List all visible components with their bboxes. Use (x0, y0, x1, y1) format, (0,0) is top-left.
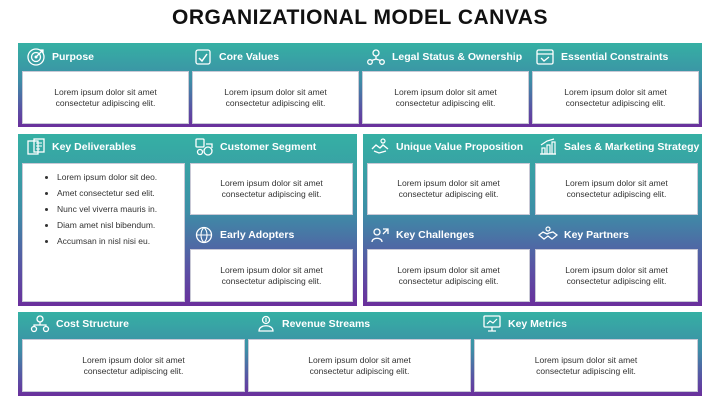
card-text: consectetur adipiscing elit. (55, 97, 156, 108)
card-text: consectetur adipiscing elit. (566, 275, 667, 286)
card-text: Lorem ipsum dolor sit amet (394, 86, 497, 97)
list-item: Accumsan in nisl nisi eu. (57, 236, 184, 246)
deliverables-card: Lorem ipsum dolor sit deo. Amet consecte… (22, 163, 185, 302)
challenges-title: Key Challenges (396, 229, 475, 241)
handshake-values-icon (195, 49, 211, 65)
revenue-title: Revenue Streams (282, 318, 371, 330)
card-text: Lorem ipsum dolor sit amet (397, 178, 500, 188)
card-text: consectetur adipiscing elit. (225, 97, 326, 108)
revenue-icon (258, 315, 274, 332)
card-text: consectetur adipiscing elit. (398, 275, 499, 286)
card-text: consectetur adipiscing elit. (398, 189, 499, 199)
section-customer-segment-header: Customer Segment (194, 137, 316, 157)
card-text: consectetur adipiscing elit. (566, 189, 667, 199)
list-item: Lorem ipsum dolor sit deo. (57, 172, 184, 182)
section-cost-header: Cost Structure (30, 314, 129, 334)
constraints-title: Essential Constraints (561, 51, 669, 63)
challenges-icon (371, 228, 389, 243)
section-deliverables-header: Key Deliverables (26, 137, 136, 157)
deliverables-icon (27, 138, 45, 155)
section-sales-header: Sales & Marketing Strategy (538, 137, 699, 157)
card-text: Lorem ipsum dolor sit amet (82, 354, 185, 365)
section-purpose-header: Purpose (26, 47, 94, 67)
marketing-chart-icon (540, 138, 556, 155)
card-text: Lorem ipsum dolor sit amet (397, 264, 500, 275)
legal-title: Legal Status & Ownership (392, 51, 523, 63)
card-text: Lorem ipsum dolor sit amet (54, 86, 157, 97)
page-title: ORGANIZATIONAL MODEL CANVAS (172, 6, 548, 29)
section-value-prop-header: Unique Value Proposition (370, 137, 523, 157)
card-text: Lorem ipsum dolor sit amet (565, 264, 668, 275)
metrics-icon (483, 315, 501, 332)
section-metrics-header: Key Metrics (482, 314, 567, 334)
partners-title: Key Partners (564, 229, 629, 241)
purpose-title: Purpose (52, 51, 95, 63)
list-item: Diam amet nisl bibendum. (57, 220, 184, 230)
early-adopters-icon (195, 226, 213, 244)
partners-icon (538, 226, 558, 240)
card-text: Lorem ipsum dolor sit amet (564, 86, 667, 97)
card-text: consectetur adipiscing elit. (565, 97, 666, 108)
section-partners-header: Key Partners (538, 225, 629, 245)
value-prop-title: Unique Value Proposition (396, 141, 524, 153)
section-constraints-header: Essential Constraints (535, 47, 668, 67)
section-challenges-header: Key Challenges (370, 225, 474, 245)
metrics-title: Key Metrics (508, 318, 567, 330)
card-text: consectetur adipiscing elit. (221, 275, 322, 286)
cost-structure-icon (30, 315, 50, 333)
cost-title: Cost Structure (56, 318, 129, 330)
list-item: Nunc vel viverra mauris in. (57, 204, 184, 214)
card-text: Lorem ipsum dolor sit amet (220, 264, 323, 275)
card-text: consectetur adipiscing elit. (536, 365, 636, 376)
core-values-title: Core Values (219, 51, 280, 63)
sales-title: Sales & Marketing Strategy (564, 141, 700, 153)
early-adopters-title: Early Adopters (220, 229, 295, 241)
customer-segment-icon (195, 138, 213, 156)
card-text: consectetur adipiscing elit. (83, 365, 184, 376)
card-text: Lorem ipsum dolor sit amet (224, 86, 327, 97)
list-item: Amet consectetur sed elit. (57, 188, 184, 198)
card-text: Lorem ipsum dolor sit amet (308, 354, 411, 365)
section-core-values-header: Core Values (193, 47, 279, 67)
constraints-icon (536, 49, 554, 65)
customer-segment-title: Customer Segment (220, 141, 317, 153)
section-revenue-header: Revenue Streams (256, 314, 370, 334)
card-text: Lorem ipsum dolor sit amet (534, 354, 638, 365)
legal-network-icon (367, 49, 385, 65)
deliverables-title: Key Deliverables (52, 141, 137, 153)
deliverables-list: Lorem ipsum dolor sit deo. Amet consecte… (23, 164, 184, 246)
section-legal-header: Legal Status & Ownership (366, 47, 522, 67)
card-text: consectetur adipiscing elit. (395, 97, 496, 108)
card-text: consectetur adipiscing elit. (221, 189, 322, 199)
card-text: Lorem ipsum dolor sit amet (220, 178, 323, 188)
section-early-adopters-header: Early Adopters (194, 225, 294, 245)
value-proposition-icon (371, 138, 389, 154)
target-icon (27, 48, 45, 66)
card-text: consectetur adipiscing elit. (309, 365, 410, 376)
card-text: Lorem ipsum dolor sit amet (565, 178, 668, 188)
